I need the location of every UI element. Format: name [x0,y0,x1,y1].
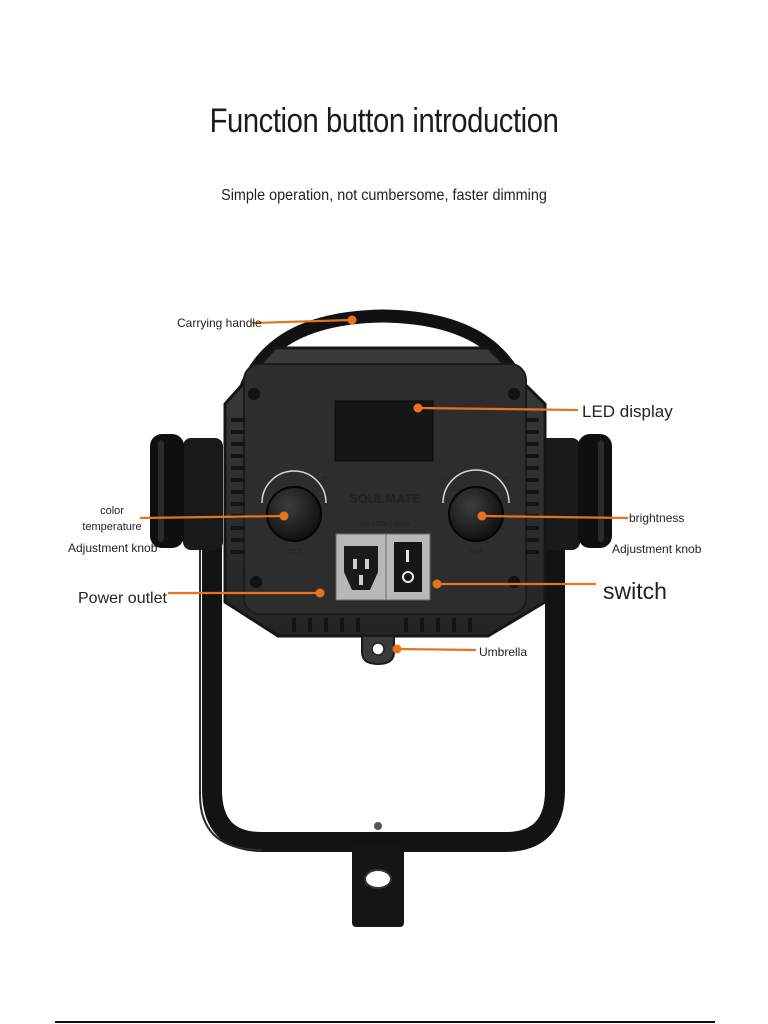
label-brightness: brightness [629,511,684,525]
callout-dots [279,315,487,654]
bottom-divider [55,1021,715,1023]
cct-minus-sign: – [262,472,269,484]
label-adjustment-knob-left: Adjustment knob [68,541,158,555]
mounting-spigot [352,845,404,927]
label-power-outlet: Power outlet [78,590,167,607]
label-switch: switch [603,578,667,604]
led-display [334,400,434,462]
body-screw-icon [508,388,520,400]
label-color-temperature-line2: temperature [82,521,141,533]
cooling-vents-left [231,418,245,554]
cooling-vents-bottom [292,618,472,632]
page-subtitle: Simple operation, not cumbersome, faster… [221,187,547,204]
body-screw-icon [250,576,262,588]
power-outlet[interactable] [335,533,387,601]
body-screw-icon [248,388,260,400]
dim-knob-caption: DIM [470,549,483,556]
dim-plus-sign: + [503,472,509,484]
cct-knob-caption: CCT [288,549,303,556]
callout-lines [139,318,629,652]
label-adjustment-knob-right: Adjustment knob [612,542,702,556]
light-body [223,346,547,638]
left-lock-knob [150,434,223,550]
cct-plus-sign: + [322,472,328,484]
bracket-screw-icon [374,822,382,830]
umbrella-mount [361,635,395,666]
page-title: Function button introduction [209,102,559,140]
label-led-display: LED display [582,402,673,421]
label-umbrella: Umbrella [479,645,527,659]
dim-knob[interactable] [442,469,510,542]
switch-off-icon [402,571,414,583]
body-screw-icon [508,576,520,588]
label-carrying-handle: Carrying handle [177,316,262,330]
brand-logo: SOULMATE [349,491,421,506]
power-rating: AC 220V / 50Hz [360,521,411,528]
cooling-vents-right [525,418,539,554]
right-lock-knob [540,434,612,550]
label-color-temperature-line1: color [100,505,124,517]
power-switch[interactable] [385,533,431,601]
cct-knob[interactable] [261,470,327,542]
switch-on-icon [406,550,409,562]
dim-minus-sign: – [443,472,450,484]
yoke-bracket [199,530,565,852]
